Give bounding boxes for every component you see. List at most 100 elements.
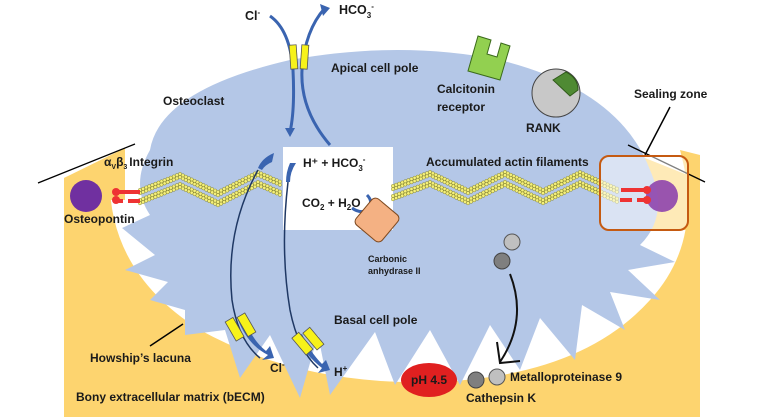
- actin-bead: [496, 173, 501, 177]
- actin-bead: [424, 184, 429, 189]
- actin-bead: [391, 197, 395, 202]
- actin-bead: [499, 171, 504, 176]
- label-calcitonin-1: Calcitonin: [437, 82, 495, 96]
- actin-bead: [584, 176, 589, 180]
- actin-bead: [162, 191, 167, 196]
- actin-bead: [271, 190, 276, 195]
- actin-bead: [568, 177, 573, 182]
- actin-bead: [590, 185, 595, 190]
- actin-bead: [219, 191, 224, 196]
- actin-bead: [243, 176, 248, 181]
- osteopontin-left: [70, 180, 102, 212]
- actin-bead: [216, 193, 220, 198]
- actin-bead: [406, 181, 411, 186]
- actin-bead: [487, 180, 492, 185]
- actin-bead: [409, 190, 414, 195]
- sealing-zone-box: [599, 155, 689, 231]
- actin-bead: [520, 181, 525, 186]
- h-hco3-arrow: [286, 163, 296, 182]
- actin-bead: [391, 187, 395, 192]
- actin-bead: [541, 188, 545, 192]
- actin-bead: [409, 187, 414, 191]
- actin-bead: [481, 193, 486, 198]
- actin-bead: [150, 186, 155, 191]
- actin-bead: [243, 179, 248, 184]
- actin-bead: [484, 189, 489, 193]
- label-osteoclast: Osteoclast: [163, 94, 224, 108]
- actin-bead: [587, 174, 592, 179]
- label-mmp9: Metalloproteinase 9: [510, 370, 622, 384]
- actin-bead: [490, 186, 495, 190]
- actin-bead: [256, 183, 260, 188]
- actin-bead: [556, 193, 561, 198]
- actin-bead: [575, 184, 579, 189]
- actin-bead: [562, 177, 567, 182]
- actin-bead: [195, 183, 200, 188]
- actin-bead: [478, 182, 483, 186]
- actin-bead: [141, 190, 146, 194]
- actin-bead: [412, 179, 417, 183]
- actin-bead: [150, 196, 155, 201]
- actin-bead: [415, 177, 420, 182]
- actin-bead: [397, 191, 402, 196]
- actin-bead: [424, 174, 429, 179]
- mmp9-secreted: [488, 368, 506, 386]
- actin-bead: [508, 186, 513, 190]
- secretion-arrow: [499, 273, 519, 363]
- actin-bead: [165, 180, 170, 185]
- actin-bead: [424, 171, 429, 176]
- label-cl-top: Cl-: [245, 8, 261, 23]
- actin-bead: [469, 186, 473, 191]
- actin-bead: [231, 195, 236, 200]
- actin-bead: [406, 188, 411, 193]
- actin-bead: [412, 185, 417, 190]
- actin-bead: [484, 182, 489, 187]
- actin-bead: [415, 187, 420, 192]
- actin-bead: [174, 186, 179, 191]
- actin-bead: [268, 185, 273, 190]
- label-sealing-zone: Sealing zone: [634, 87, 708, 101]
- actin-bead: [445, 191, 450, 196]
- actin-bead: [559, 192, 564, 197]
- actin-bead: [240, 190, 245, 195]
- actin-bead: [541, 191, 545, 196]
- actin-bead: [256, 180, 260, 184]
- actin-bead: [394, 196, 398, 200]
- actin-bead: [490, 176, 495, 180]
- actin-bead: [174, 183, 179, 188]
- actin-bead: [520, 191, 525, 196]
- actin-bead: [262, 182, 267, 187]
- actin-bead: [493, 187, 498, 192]
- actin-bead: [593, 190, 598, 195]
- lacuna-edge-line-left: [37, 143, 136, 184]
- actin-bead: [578, 180, 582, 184]
- actin-bead: [153, 191, 158, 196]
- actin-bead: [421, 185, 426, 190]
- actin-bead: [397, 184, 402, 189]
- actin-bead: [228, 197, 233, 201]
- actin-bead: [147, 184, 152, 189]
- actin-bead: [478, 195, 483, 200]
- actin-bead: [265, 187, 270, 192]
- actin-bead: [225, 188, 230, 193]
- label-calcitonin-2: receptor: [437, 100, 485, 114]
- label-cathepsin-k: Cathepsin K: [466, 391, 536, 405]
- actin-bead: [472, 198, 477, 203]
- carbonic-anhydrase-icon: [354, 197, 400, 243]
- actin-bead: [469, 189, 473, 194]
- actin-bead: [228, 193, 233, 198]
- actin-bead: [237, 189, 242, 194]
- actin-bead: [262, 172, 267, 177]
- actin-bead: [487, 187, 492, 192]
- actin-bead: [277, 192, 282, 197]
- label-rank: RANK: [526, 121, 561, 135]
- actin-bead: [403, 182, 408, 187]
- actin-bead: [590, 188, 595, 193]
- actin-bead: [265, 177, 270, 182]
- actin-bead: [240, 180, 245, 185]
- actin-bead: [562, 190, 567, 195]
- actin-bead: [508, 176, 513, 180]
- actin-bead: [424, 181, 429, 186]
- actin-bead: [150, 183, 155, 188]
